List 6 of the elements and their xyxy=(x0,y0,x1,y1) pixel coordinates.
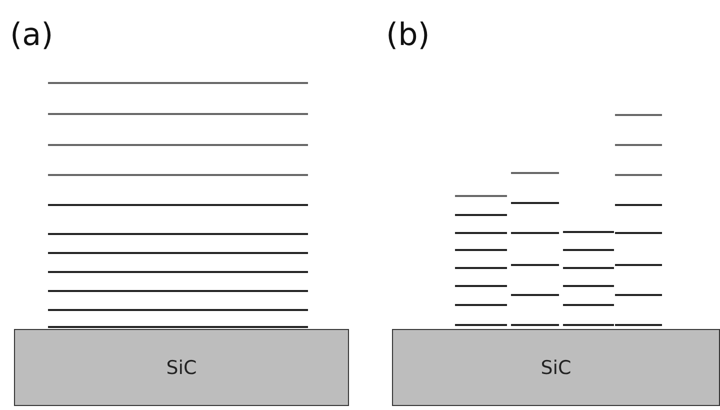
substrate-block xyxy=(14,329,349,406)
substrate-block xyxy=(392,329,720,406)
substrate-label: SiC xyxy=(166,356,197,378)
substrate-label: SiC xyxy=(540,356,572,378)
panel-label: (b) xyxy=(386,20,430,51)
panel-label: (a) xyxy=(10,20,54,51)
